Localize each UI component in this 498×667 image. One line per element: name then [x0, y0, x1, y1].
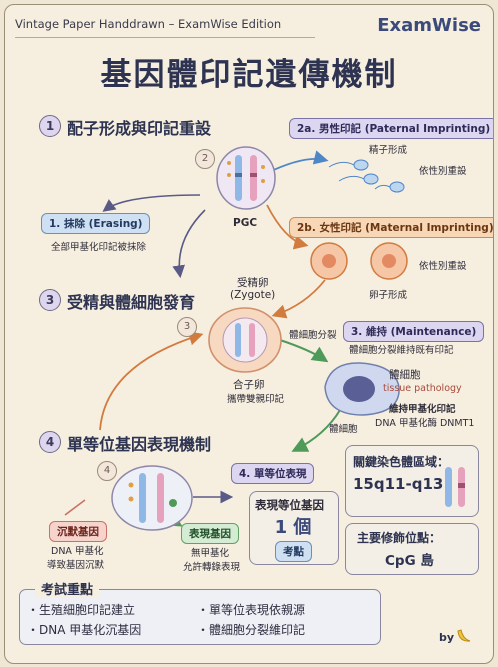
erasing-badge: 1. 抹除 (Erasing)	[41, 213, 151, 234]
exam-points-box	[19, 589, 381, 645]
silenced-desc-2: 導致基因沉默	[47, 560, 105, 571]
tissue-pathology-label: tissue pathology	[383, 383, 462, 394]
expressed-gene-badge: 表現基因	[181, 523, 239, 544]
header-divider	[15, 37, 315, 38]
monoallelic-badge: 4. 單等位表現	[231, 463, 315, 484]
footer-by: by	[439, 631, 455, 644]
section4-title: 單等位基因表現機制	[67, 435, 212, 454]
zygote-carry-label: 攜帶雙親印記	[227, 394, 285, 405]
arrow-egg-to-zygote	[271, 279, 326, 319]
paternal-badge: 2a. 男性印記 (Paternal Imprinting)	[289, 118, 493, 139]
maintenance-badge: 3. 維持 (Maintenance)	[343, 321, 485, 342]
monoallelic-cell-icon	[111, 465, 193, 531]
expressed-allele-title: 表現等位基因	[255, 498, 324, 512]
arrow-pgc-to-zygote	[172, 209, 206, 279]
somatic-cell-label-2: 體細胞	[329, 424, 358, 435]
section4-number: 4	[39, 431, 61, 453]
maternal-reset-label: 依性別重設	[419, 261, 467, 272]
chromosome-region-title: 關鍵染色體區域：	[353, 455, 450, 469]
arrow-loop-to-zygote	[99, 331, 204, 431]
page-title: 基因體印記遺傳機制	[100, 57, 398, 93]
pgc-label: PGC	[233, 217, 258, 229]
silenced-gene-badge: 沉默基因	[49, 521, 107, 542]
maintenance-description: 體細胞分裂維持既有印記	[349, 345, 454, 356]
exam-point-item: ・體細胞分裂維印記	[197, 623, 306, 637]
step4-number: 4	[97, 461, 117, 481]
exam-point-item: ・DNA 甲基化沉基因	[27, 623, 142, 637]
section3-title: 受精與體細胞發育	[67, 293, 196, 312]
egg-formation-label: 卵子形成	[369, 290, 408, 301]
cell-division-label: 體細胞分裂	[289, 330, 337, 341]
chromosome-region-box	[345, 445, 479, 517]
paternal-reset-label: 依性別重設	[419, 166, 467, 177]
section3-number: 3	[39, 289, 61, 311]
zygote-paren-label: (Zygote)	[230, 289, 276, 301]
exam-point-item: ・單等位表現依親源	[197, 603, 306, 617]
banana-icon	[457, 629, 471, 642]
keep-methylation-label: 維持甲基化印記	[389, 404, 456, 415]
modification-site-value: CpG 島	[385, 553, 434, 569]
exam-point-tag: 考點	[275, 541, 312, 562]
header-subtitle: Vintage Paper Handdrawn – ExamWise Editi…	[15, 17, 282, 31]
chromosome-region-value: 15q11-q13	[353, 475, 444, 493]
sperm-formation-label: 精子形成	[369, 145, 408, 156]
erasing-description: 全部甲基化印記被抹除	[51, 242, 147, 253]
infographic-page: Vintage Paper Handdrawn – ExamWise Editi…	[4, 4, 494, 664]
egg-icons	[310, 242, 408, 280]
expressed-desc-1: 無甲基化	[191, 548, 230, 559]
arrow-pgc-to-erasing	[102, 194, 201, 212]
zygote-top-label: 受精卵	[237, 277, 269, 289]
somatic-cell-icon	[324, 362, 400, 416]
step3-number: 3	[177, 317, 197, 337]
exam-points-title: 考試重點	[35, 579, 100, 598]
arrow-to-egg	[266, 204, 309, 250]
pgc-cell-icon	[216, 146, 276, 210]
expressed-allele-count: 1 個	[274, 517, 312, 538]
section1-number: 1	[39, 115, 61, 137]
section1-title: 配子形成與印記重設	[67, 119, 212, 138]
zygote-cell-icon	[208, 307, 282, 373]
dnmt1-label: DNA 甲基化酶 DNMT1	[375, 418, 475, 429]
maternal-badge: 2b. 女性印記 (Maternal Imprinting)	[289, 217, 493, 238]
expressed-desc-2: 允許轉錄表現	[183, 562, 241, 573]
sperm-icons	[328, 159, 405, 193]
exam-point-item: ・生殖細胞印記建立	[27, 603, 136, 617]
chromosome-icon	[445, 467, 465, 507]
brand-logo: ExamWise	[377, 15, 481, 36]
somatic-cell-label: 體細胞	[389, 369, 421, 381]
modification-site-title: 主要修飾位點：	[357, 531, 442, 545]
arrow-to-silenced	[64, 499, 86, 516]
arrow-zygote-to-somatic	[279, 339, 329, 363]
silenced-desc-1: DNA 甲基化	[51, 546, 104, 557]
step2-number: 2	[195, 149, 215, 169]
modification-site-box	[345, 523, 479, 575]
arrow-somatic-to-mono	[291, 409, 341, 452]
zygote-bottom-label: 合子卵	[233, 379, 265, 391]
